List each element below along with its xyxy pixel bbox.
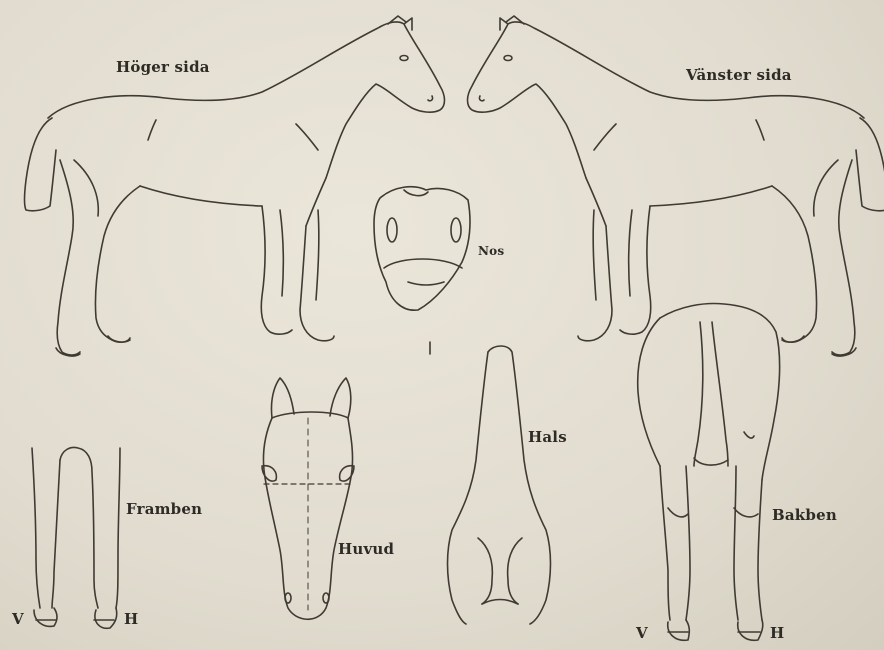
label-foreleg: Framben	[126, 500, 202, 518]
label-head: Huvud	[338, 540, 394, 558]
horse-left-side-figure	[468, 16, 884, 356]
label-hindleg-v: V	[636, 624, 648, 642]
label-foreleg-h: H	[124, 610, 138, 628]
foreleg-figure	[32, 448, 120, 629]
label-hindleg: Bakben	[772, 506, 837, 524]
label-left-side: Vänster sida	[686, 66, 792, 84]
label-right-side: Höger sida	[116, 58, 210, 76]
label-neck: Hals	[528, 428, 567, 446]
label-hindleg-h: H	[770, 624, 784, 642]
hindleg-figure	[638, 304, 780, 641]
label-nose: Nos	[478, 244, 504, 258]
neck-figure	[448, 346, 551, 624]
label-foreleg-v: V	[12, 610, 24, 628]
head-figure	[262, 378, 354, 619]
nose-figure	[374, 187, 470, 354]
horse-right-side-figure	[25, 16, 445, 356]
